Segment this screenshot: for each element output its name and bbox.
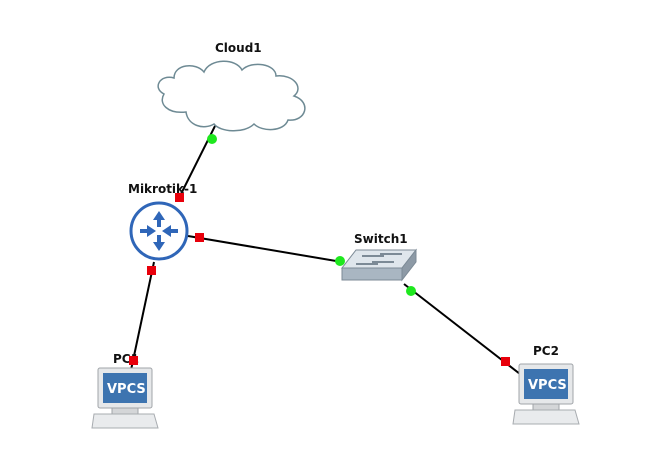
switch1-label: Switch1 — [354, 232, 408, 246]
pc2-screen-text: VPCS — [528, 378, 567, 393]
pc1-screen-text: VPCS — [107, 382, 146, 397]
computer-icon: VPCS — [91, 367, 159, 429]
pc1-node[interactable]: VPCS PC1 — [91, 352, 159, 429]
links — [130, 125, 521, 375]
port-status-up — [207, 134, 217, 144]
router-icon — [129, 201, 189, 261]
mikrotik1-label: Mikrotik-1 — [128, 182, 197, 196]
link-mikrotik1-switch1[interactable] — [187, 235, 343, 263]
port-status-down — [147, 266, 156, 275]
link-switch1-pc2[interactable] — [403, 283, 521, 375]
router-arrows-icon — [140, 211, 178, 251]
cloud1-label: Cloud1 — [215, 41, 262, 55]
switch1-node[interactable]: Switch1 — [340, 232, 418, 282]
pc2-node[interactable]: VPCS PC2 — [512, 344, 580, 425]
cloud-icon — [157, 60, 306, 132]
port-status-up — [335, 256, 345, 266]
port-status-down — [129, 356, 138, 365]
port-status-up — [406, 286, 416, 296]
port-status-down — [501, 357, 510, 366]
link-mikrotik1-pc1[interactable] — [130, 261, 155, 371]
port-status-down — [175, 193, 184, 202]
cloud1-node[interactable]: Cloud1 — [157, 41, 306, 132]
pc2-label: PC2 — [533, 344, 559, 358]
mikrotik1-node[interactable]: Mikrotik-1 — [128, 182, 197, 261]
port-status-indicators — [129, 134, 510, 366]
computer-icon: VPCS — [512, 363, 580, 425]
switch-icon — [340, 248, 418, 282]
port-status-down — [195, 233, 204, 242]
